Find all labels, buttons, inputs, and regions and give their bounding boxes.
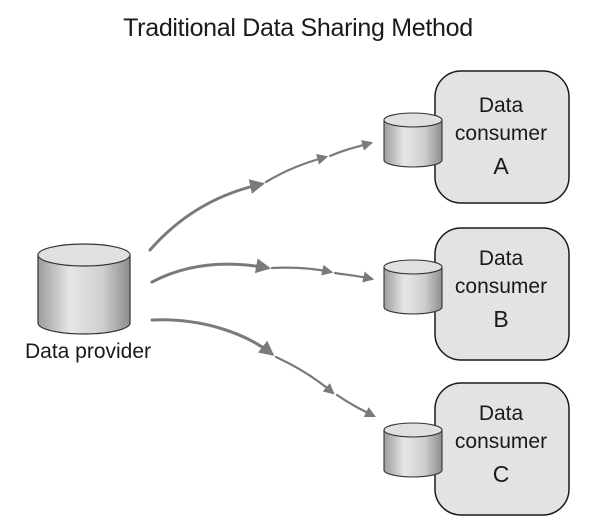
consumer-c-line2: consumer <box>454 430 548 453</box>
flow-arrows-c <box>150 318 376 418</box>
provider-label: Data provider <box>24 340 152 363</box>
provider-database-icon <box>37 243 131 335</box>
consumer-label-c: Data consumer C <box>435 400 567 488</box>
consumer-label-b: Data consumer B <box>435 245 567 333</box>
consumer-b-letter: B <box>493 306 509 332</box>
consumer-a-line1: Data <box>478 94 524 117</box>
consumer-b-line2: consumer <box>454 275 548 298</box>
consumer-a-database-icon <box>383 112 443 168</box>
flow-arrows-b <box>150 258 375 284</box>
consumer-b-line1: Data <box>478 247 524 270</box>
consumer-a-letter: A <box>493 153 509 179</box>
flow-arrows-a <box>148 139 374 252</box>
consumer-a-line2: consumer <box>454 122 548 145</box>
consumer-b-database-icon <box>383 259 443 315</box>
consumer-c-letter: C <box>492 461 510 487</box>
consumer-c-database-icon <box>383 422 443 478</box>
consumer-label-a: Data consumer A <box>435 92 567 180</box>
consumer-c-line1: Data <box>478 402 524 425</box>
diagram-title: Traditional Data Sharing Method <box>123 14 473 42</box>
